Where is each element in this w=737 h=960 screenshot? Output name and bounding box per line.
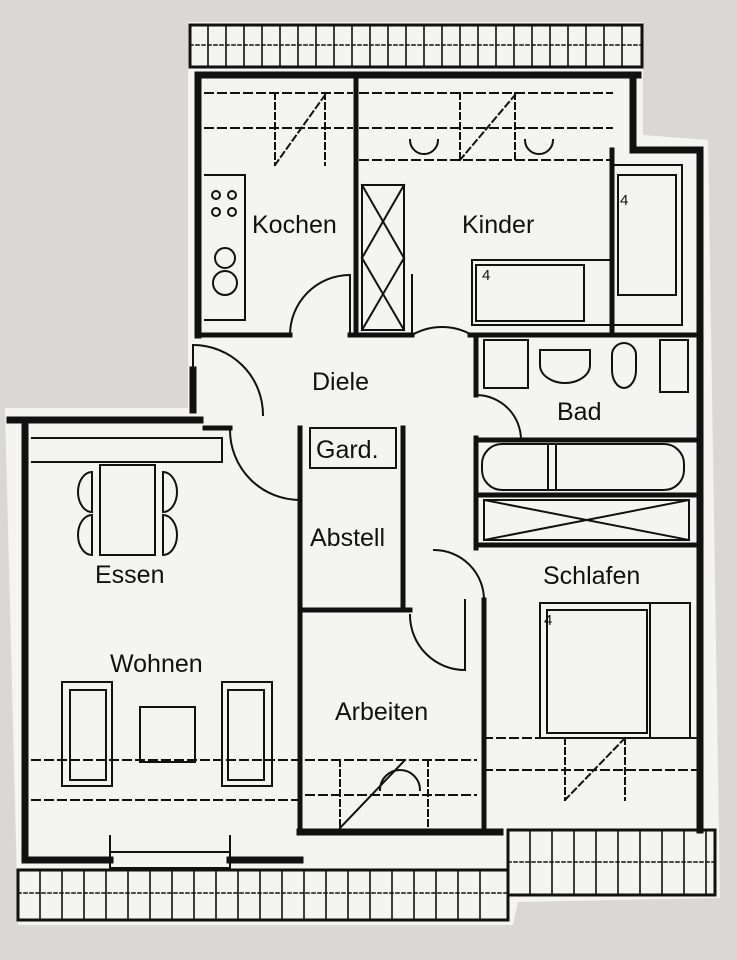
- room-label-wohnen: Wohnen: [110, 650, 203, 678]
- exterior-walls: [6, 71, 704, 864]
- room-label-arbeiten: Arbeiten: [335, 698, 428, 726]
- bedroom-fixtures: 4: [483, 602, 701, 802]
- room-label-bad: Bad: [557, 398, 601, 426]
- svg-text:4: 4: [482, 267, 490, 284]
- top-balcony: [188, 23, 644, 69]
- kinder-fixtures: 4 4: [359, 92, 683, 332]
- door-swings: [191, 273, 523, 672]
- living-furniture: [31, 437, 301, 801]
- room-label-kinder: Kinder: [462, 211, 534, 239]
- room-label-gard: Gard.: [316, 436, 379, 464]
- bathroom-fixtures: [481, 339, 691, 542]
- room-label-diele: Diele: [312, 368, 369, 396]
- room-label-kochen: Kochen: [252, 211, 337, 239]
- room-label-abstell: Abstell: [310, 524, 385, 552]
- svg-text:4: 4: [544, 612, 552, 629]
- interior-walls: [195, 72, 703, 835]
- bottom-balcony: [16, 828, 717, 922]
- paper-sheet: [5, 22, 720, 925]
- window-sills: [109, 835, 231, 869]
- room-label-schlafen: Schlafen: [543, 562, 640, 590]
- room-labels: Kochen Kinder Diele Bad Gard. Abstell Sc…: [95, 211, 640, 726]
- room-label-essen: Essen: [95, 561, 164, 589]
- kitchen-fixtures: [204, 92, 353, 321]
- study-fixtures: [305, 427, 477, 830]
- svg-text:4: 4: [620, 192, 628, 209]
